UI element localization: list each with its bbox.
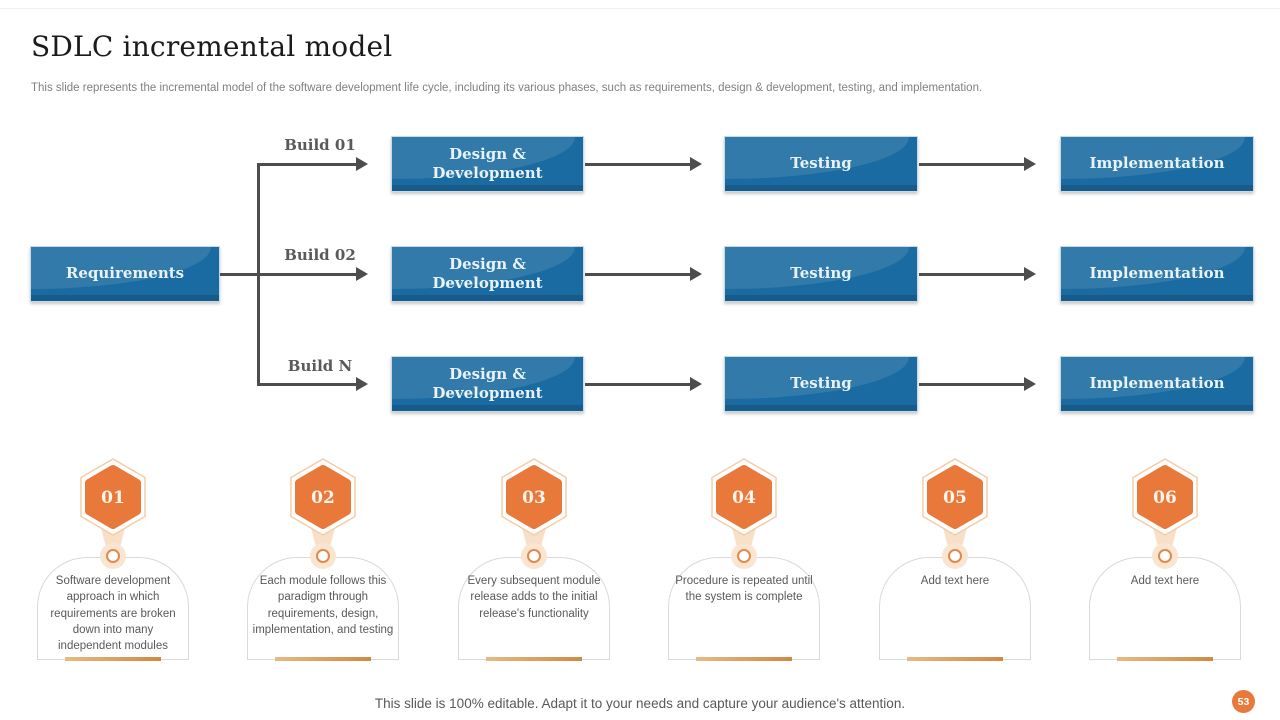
connector-arrowhead — [356, 267, 368, 281]
hexagon-badge[interactable]: 03 — [500, 458, 568, 536]
hexagon-icon — [506, 465, 562, 529]
connector-line — [919, 383, 1024, 386]
connector-arrowhead — [356, 377, 368, 391]
connector-arrowhead — [1024, 267, 1036, 281]
step-card[interactable]: Procedure is repeated until the system i… — [668, 557, 820, 661]
hexagon-badge[interactable]: 05 — [921, 458, 989, 536]
design-development-box[interactable]: Design & Development — [391, 136, 584, 192]
connector-arrowhead — [1024, 377, 1036, 391]
step-number: 04 — [732, 488, 756, 508]
step-card[interactable]: Add text here — [1089, 557, 1241, 661]
step-number: 03 — [522, 488, 546, 508]
step-card[interactable]: Each module follows this paradigm throug… — [247, 557, 399, 661]
connector-line — [585, 163, 690, 166]
connector-line — [585, 383, 690, 386]
connector-line — [919, 163, 1024, 166]
testing-box[interactable]: Testing — [724, 136, 918, 192]
testing-label: Testing — [790, 154, 852, 173]
pin-circle-icon — [948, 549, 962, 563]
testing-label: Testing — [790, 374, 852, 393]
build-01-label: Build 01 — [284, 136, 356, 154]
step-text[interactable]: Add text here — [920, 575, 990, 587]
build-02-label: Build 02 — [284, 246, 356, 264]
testing-box[interactable]: Testing — [724, 246, 918, 302]
connector-line — [585, 273, 690, 276]
step-card[interactable]: Add text here — [879, 557, 1031, 661]
connector-arrowhead — [1024, 157, 1036, 171]
hexagon-icon — [295, 465, 351, 529]
connector-arrowhead — [690, 267, 702, 281]
connector-line — [919, 273, 1024, 276]
step-underline — [907, 657, 1003, 661]
hexagon-icon — [85, 465, 141, 529]
hexagon-badge[interactable]: 02 — [289, 458, 357, 536]
page-title: SDLC incremental model — [31, 30, 393, 63]
pin-circle-icon — [1158, 549, 1172, 563]
top-divider — [0, 8, 1280, 9]
step-text: Procedure is repeated until the system i… — [675, 575, 813, 604]
build-n-label: Build N — [287, 357, 353, 375]
implementation-box[interactable]: Implementation — [1060, 246, 1254, 302]
step-text: Each module follows this paradigm throug… — [252, 575, 394, 636]
hexagon-icon — [927, 465, 983, 529]
design-development-label: Design & Development — [432, 144, 543, 183]
connector-arrowhead — [690, 157, 702, 171]
hexagon-badge[interactable]: 01 — [79, 458, 147, 536]
implementation-label: Implementation — [1089, 264, 1225, 283]
slide-subtitle: This slide represents the incremental mo… — [31, 82, 983, 94]
implementation-label: Implementation — [1089, 374, 1225, 393]
implementation-box[interactable]: Implementation — [1060, 356, 1254, 412]
step-card[interactable]: Every subsequent module release adds to … — [458, 557, 610, 661]
design-development-label: Design & Development — [432, 254, 543, 293]
implementation-box[interactable]: Implementation — [1060, 136, 1254, 192]
testing-label: Testing — [790, 264, 852, 283]
connector-line — [220, 273, 356, 276]
step-underline — [696, 657, 792, 661]
step-text: Software development approach in which r… — [50, 575, 176, 653]
connector-line — [258, 383, 356, 386]
testing-box[interactable]: Testing — [724, 356, 918, 412]
connector-arrowhead — [356, 157, 368, 171]
step-card[interactable]: Software development approach in which r… — [37, 557, 189, 661]
step-number: 05 — [943, 488, 967, 508]
requirements-label: Requirements — [65, 264, 185, 283]
page-number-badge: 53 — [1232, 690, 1255, 713]
design-development-box[interactable]: Design & Development — [391, 246, 584, 302]
hexagon-icon — [716, 465, 772, 529]
step-number: 02 — [311, 488, 335, 508]
connector-arrowhead — [690, 377, 702, 391]
step-underline — [1117, 657, 1213, 661]
step-underline — [275, 657, 371, 661]
step-text: Every subsequent module release adds to … — [467, 575, 601, 620]
hexagon-badge[interactable]: 04 — [710, 458, 778, 536]
footer-text: This slide is 100% editable. Adapt it to… — [374, 696, 906, 711]
design-development-box[interactable]: Design & Development — [391, 356, 584, 412]
step-number: 06 — [1153, 488, 1177, 508]
design-development-label: Design & Development — [432, 364, 543, 403]
implementation-label: Implementation — [1089, 154, 1225, 173]
pin-circle-icon — [527, 549, 541, 563]
step-underline — [486, 657, 582, 661]
step-number: 01 — [101, 488, 125, 508]
step-text[interactable]: Add text here — [1130, 575, 1200, 587]
requirements-box[interactable]: Requirements — [30, 246, 220, 302]
hexagon-icon — [1137, 465, 1193, 529]
pin-circle-icon — [737, 549, 751, 563]
connector-line — [258, 163, 356, 166]
hexagon-badge[interactable]: 06 — [1131, 458, 1199, 536]
pin-circle-icon — [106, 549, 120, 563]
step-underline — [65, 657, 161, 661]
pin-circle-icon — [316, 549, 330, 563]
